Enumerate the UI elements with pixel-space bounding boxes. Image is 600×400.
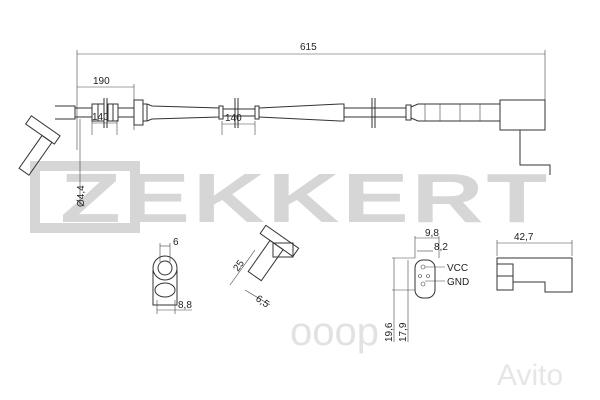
label-head-width: 6: [173, 237, 179, 248]
label-sensor-length: 25: [231, 258, 247, 274]
label-diameter: Ø4,4: [76, 185, 87, 207]
cable: [18, 98, 551, 176]
label-connector-outer-width: 9,8: [425, 228, 439, 239]
label-connector-outer-height: 19,6: [384, 322, 395, 342]
label-vcc: VCC: [447, 263, 468, 274]
label-head-depth: 8,8: [178, 300, 192, 311]
label-140-b: 140: [225, 113, 242, 124]
zekkert-logo-text: ZEKKERT: [60, 159, 550, 237]
connector-face-view: VCC GND 9,8 8,2 19,6 17,9: [384, 228, 469, 342]
zekkert-logo: ZEKKERT: [30, 159, 550, 237]
label-connector-length: 42,7: [514, 232, 534, 243]
label-140-a: 140: [92, 112, 109, 123]
shop-watermark: ооор: [290, 310, 379, 354]
label-gnd: GND: [447, 277, 469, 288]
label-190: 190: [93, 76, 110, 87]
label-sensor-tip: 6,5: [253, 293, 271, 310]
label-615: 615: [300, 42, 317, 53]
label-connector-inner-width: 8,2: [434, 242, 448, 253]
label-connector-inner-height: 17,9: [398, 322, 409, 342]
sensor-side-view: 25 6,5: [229, 224, 300, 311]
connector-side-view: 42,7: [496, 232, 573, 293]
sensor-head-front-view: 6 8,8: [152, 237, 192, 314]
avito-watermark: Avito: [497, 359, 563, 392]
dimension-diameter: Ø4,4: [76, 119, 87, 207]
dimension-615: 615: [76, 42, 546, 150]
